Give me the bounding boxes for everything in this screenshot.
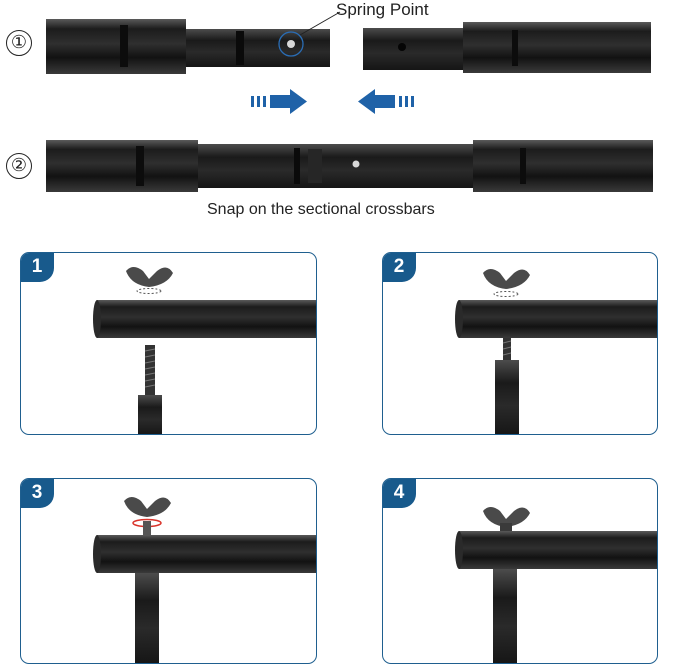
panel-2-illustration	[455, 269, 657, 434]
panel-step-1: 1	[20, 252, 317, 435]
panel-1-illustration	[93, 267, 316, 434]
step-number-2: ②	[6, 153, 32, 179]
crossbar-illustration	[46, 11, 653, 192]
assembled-crossbar	[46, 140, 653, 192]
wing-nut-icon	[483, 269, 530, 289]
wing-nut-icon	[124, 497, 171, 517]
spring-button	[287, 40, 295, 48]
panel-3-illustration	[93, 497, 316, 663]
spring-point-leader	[299, 11, 341, 36]
panel-step-2-badge: 2	[383, 253, 416, 282]
panel-step-4: 4	[382, 478, 658, 664]
panel-step-4-badge: 4	[383, 479, 416, 508]
wing-nut-icon	[126, 267, 173, 287]
crossbar-caption: Snap on the sectional crossbars	[207, 201, 435, 218]
washer-icon	[493, 291, 519, 297]
washer-icon	[136, 288, 162, 294]
threaded-stud-top	[143, 521, 151, 535]
wing-nut-icon	[483, 507, 530, 527]
panel-step-1-badge: 1	[21, 253, 54, 282]
spring-point-label: Spring Point	[336, 0, 429, 19]
crossbar-tube	[97, 300, 316, 338]
stand-pole	[135, 573, 159, 663]
crossbar-tube	[459, 531, 657, 569]
panel-step-2: 2	[382, 252, 658, 435]
crossbar-tube	[459, 300, 657, 338]
left-arrow	[358, 89, 414, 114]
panel-step-3-badge: 3	[21, 479, 54, 508]
panel-4-illustration	[455, 507, 657, 663]
panel-step-3: 3	[20, 478, 317, 664]
threaded-stud	[138, 345, 162, 434]
stand-pole	[493, 569, 517, 663]
right-arrow	[251, 89, 307, 114]
step-number-1: ①	[6, 30, 32, 56]
crossbar-tube	[97, 535, 316, 573]
spring-point-circle	[278, 31, 304, 57]
right-tube-section	[363, 22, 651, 73]
threaded-stud	[495, 338, 519, 434]
left-tube-section	[46, 19, 330, 74]
